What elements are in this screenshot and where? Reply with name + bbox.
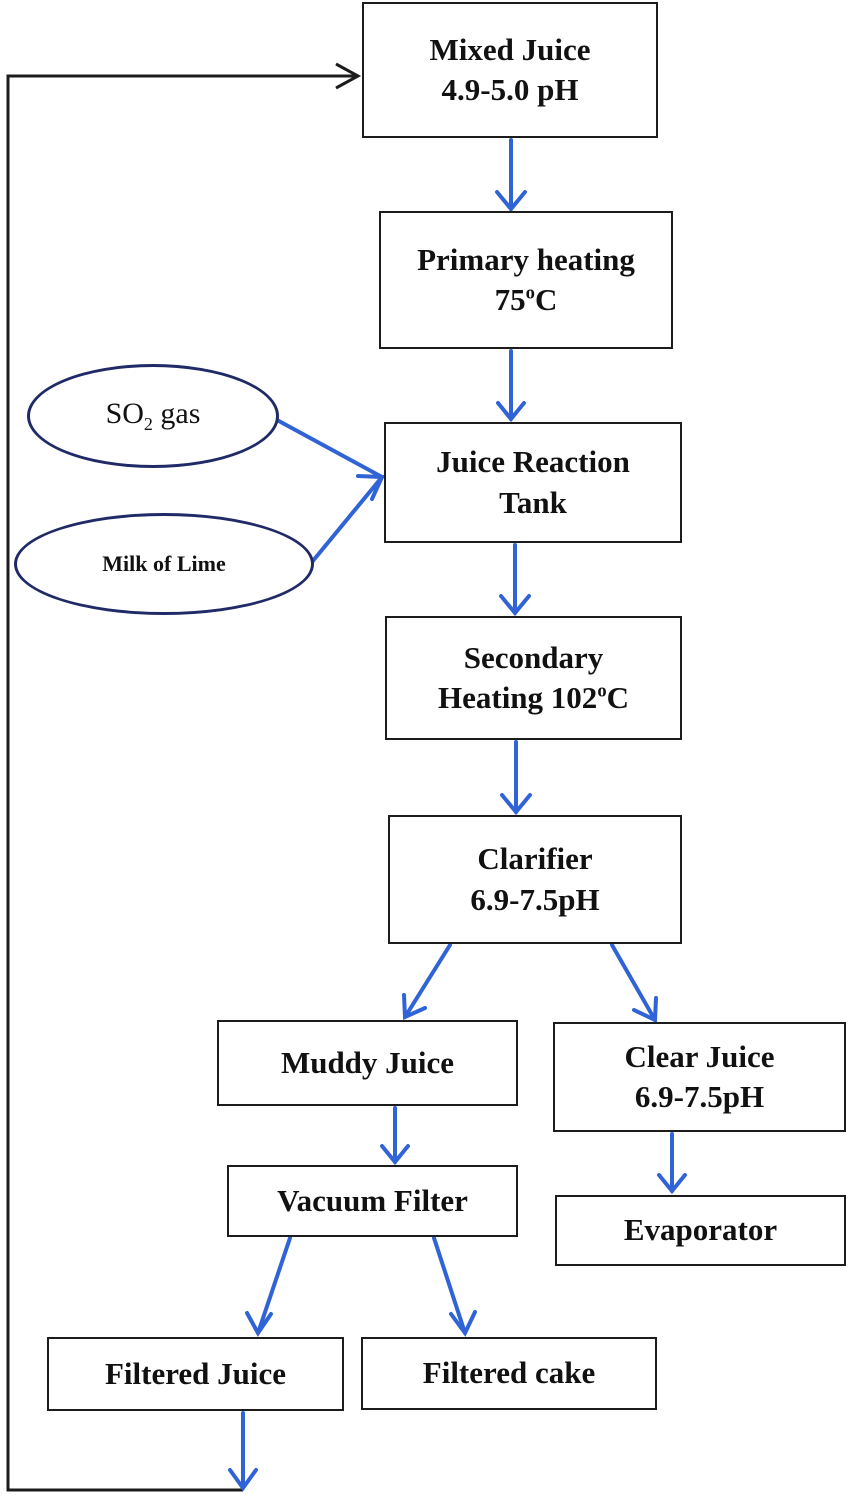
evaporator-box: Evaporator bbox=[555, 1195, 846, 1266]
return-loop bbox=[6, 62, 362, 1492]
filtered-cake-box: Filtered cake bbox=[361, 1337, 657, 1410]
milk-of-lime-ellipse: Milk of Lime bbox=[14, 513, 314, 615]
return-line bbox=[6, 74, 358, 1492]
muddy-juice-box: Muddy Juice bbox=[217, 1020, 518, 1106]
clear-juice-box: Clear Juice 6.9-7.5pH bbox=[553, 1022, 846, 1132]
clarifier-ph: 6.9-7.5pH bbox=[470, 881, 600, 917]
vacuum-filter-box: Vacuum Filter bbox=[227, 1165, 518, 1237]
so2-gas-label: SO2 gas bbox=[105, 397, 201, 434]
arrow-vacuum-to-filtered-cake bbox=[432, 1236, 467, 1335]
milk-of-lime-label: Milk of Lime bbox=[102, 551, 226, 576]
primary-heating-temp: 75oC bbox=[494, 282, 558, 317]
so2-gas-ellipse: SO2 gas bbox=[27, 364, 279, 468]
primary-heating-box: Primary heating 75oC bbox=[379, 211, 673, 349]
arrow-lime-to-reaction bbox=[310, 475, 384, 564]
primary-heating-title: Primary heating bbox=[417, 241, 635, 277]
mixed-juice-box: Mixed Juice 4.9-5.0 pH bbox=[362, 2, 658, 138]
juice-reaction-tank-box: Juice Reaction Tank bbox=[384, 422, 682, 543]
secondary-heating-title: Secondary bbox=[463, 639, 604, 675]
filtered-cake-label: Filtered cake bbox=[422, 1355, 596, 1391]
filtered-juice-label: Filtered Juice bbox=[104, 1355, 287, 1391]
clarifier-box: Clarifier 6.9-7.5pH bbox=[388, 815, 682, 944]
arrow-so2-to-reaction bbox=[275, 418, 384, 479]
arrow-vacuum-to-filtered-juice bbox=[256, 1236, 292, 1335]
reaction-tank-title: Juice Reaction bbox=[436, 444, 630, 480]
arrow-clarifier-to-muddy bbox=[403, 943, 452, 1019]
blue-arrows bbox=[228, 138, 687, 1492]
mixed-juice-title: Mixed Juice bbox=[429, 31, 591, 67]
filtered-juice-box: Filtered Juice bbox=[47, 1337, 344, 1411]
arrow-clarifier-to-clear bbox=[610, 943, 657, 1022]
secondary-heating-box: Secondary Heating 102oC bbox=[385, 616, 682, 740]
evaporator-label: Evaporator bbox=[623, 1212, 778, 1248]
clear-juice-title: Clear Juice bbox=[624, 1038, 775, 1074]
mixed-juice-ph: 4.9-5.0 pH bbox=[441, 72, 579, 107]
secondary-heating-temp: Heating 102oC bbox=[438, 680, 629, 715]
vacuum-filter-label: Vacuum Filter bbox=[277, 1182, 468, 1218]
clarifier-title: Clarifier bbox=[477, 841, 593, 877]
clear-juice-ph: 6.9-7.5pH bbox=[634, 1079, 765, 1114]
muddy-juice-label: Muddy Juice bbox=[280, 1044, 455, 1080]
return-arrowhead bbox=[335, 62, 362, 90]
reaction-tank-subtitle: Tank bbox=[499, 484, 567, 520]
